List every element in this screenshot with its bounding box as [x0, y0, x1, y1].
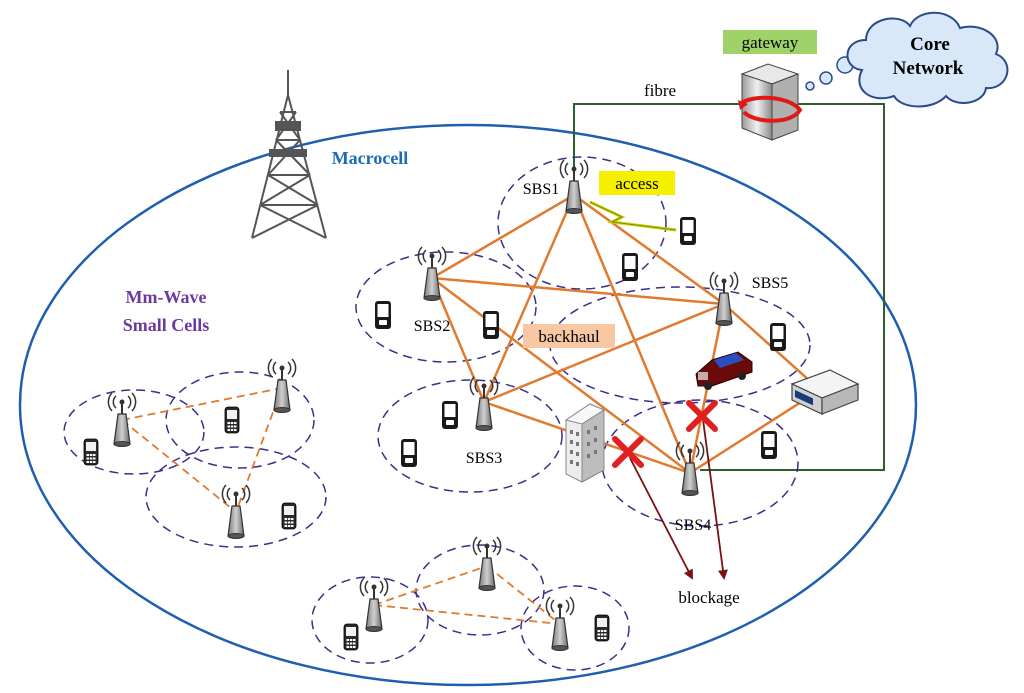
- phone-icon: [224, 406, 240, 434]
- phone-icon: [680, 217, 696, 245]
- left-bs-icon: [267, 358, 297, 414]
- building-icon: [564, 403, 606, 483]
- gateway-server-icon: [738, 63, 803, 141]
- sbs5-label: SBS5: [752, 275, 788, 292]
- fibre-to-sbs1: [573, 103, 742, 168]
- phone-icon: [83, 438, 99, 466]
- gateway-label-bg: [723, 30, 817, 54]
- core-network-cloud: Core Network: [805, 11, 1009, 108]
- server-box-icon: [790, 369, 860, 415]
- blockage-x-icon: [615, 439, 641, 465]
- left-cluster-areas: [63, 371, 327, 548]
- macrocell-label: Macrocell: [332, 148, 409, 168]
- access-label: access: [615, 174, 658, 193]
- mmwave-label-1: Mm-Wave: [126, 287, 207, 307]
- sbs1-icon: [559, 159, 589, 215]
- backhaul-label: backhaul: [538, 327, 600, 346]
- bottom-cluster-links: [373, 565, 561, 625]
- sbs3-icon: [469, 376, 499, 432]
- core-network-label-1: Core: [910, 34, 950, 55]
- bottom-bs-icon: [359, 577, 389, 633]
- access-label-bg: [599, 171, 675, 195]
- macrocell-tower-icon: [251, 70, 327, 239]
- bottom-bs-icon: [545, 596, 575, 652]
- blockage-x-icon: [689, 403, 715, 429]
- cell-area-sbs1: [497, 156, 667, 290]
- cell-area-sbs3: [377, 379, 563, 493]
- phone-icon: [281, 502, 297, 530]
- phone-icon: [483, 311, 499, 339]
- fibre-label: fibre: [644, 81, 676, 100]
- backhaul-links: [430, 193, 821, 475]
- phone-icon: [622, 253, 638, 281]
- cell-area-sbs2: [355, 251, 537, 363]
- sbs3-label: SBS3: [466, 450, 502, 467]
- phone-icon: [375, 301, 391, 329]
- gateway-label: gateway: [742, 33, 799, 52]
- fibre-links: [573, 103, 885, 471]
- phone-icon: [401, 439, 417, 467]
- backhaul-label-bg: [523, 324, 615, 348]
- macrocell-boundary: [18, 123, 918, 687]
- sbs5-icon: [709, 271, 739, 327]
- sbs4-label: SBS4: [675, 517, 711, 534]
- phone-icon: [594, 614, 610, 642]
- phone-icon: [770, 323, 786, 351]
- core-network-label-2: Network: [893, 58, 964, 79]
- left-bs-icon: [107, 392, 137, 448]
- phone-icon: [343, 623, 359, 651]
- sbs2-label: SBS2: [414, 318, 450, 335]
- car-icon: [695, 351, 753, 390]
- left-bs-icon: [221, 484, 251, 540]
- phone-icon: [442, 401, 458, 429]
- phone-icon: [761, 431, 777, 459]
- fibre-to-sbs4: [700, 103, 885, 471]
- bottom-cluster-areas: [311, 544, 630, 671]
- blockage-arrows: [629, 411, 728, 580]
- sbs1-label: SBS1: [523, 181, 559, 198]
- mmwave-label-2: Small Cells: [123, 315, 210, 335]
- blockage-label: blockage: [678, 588, 739, 607]
